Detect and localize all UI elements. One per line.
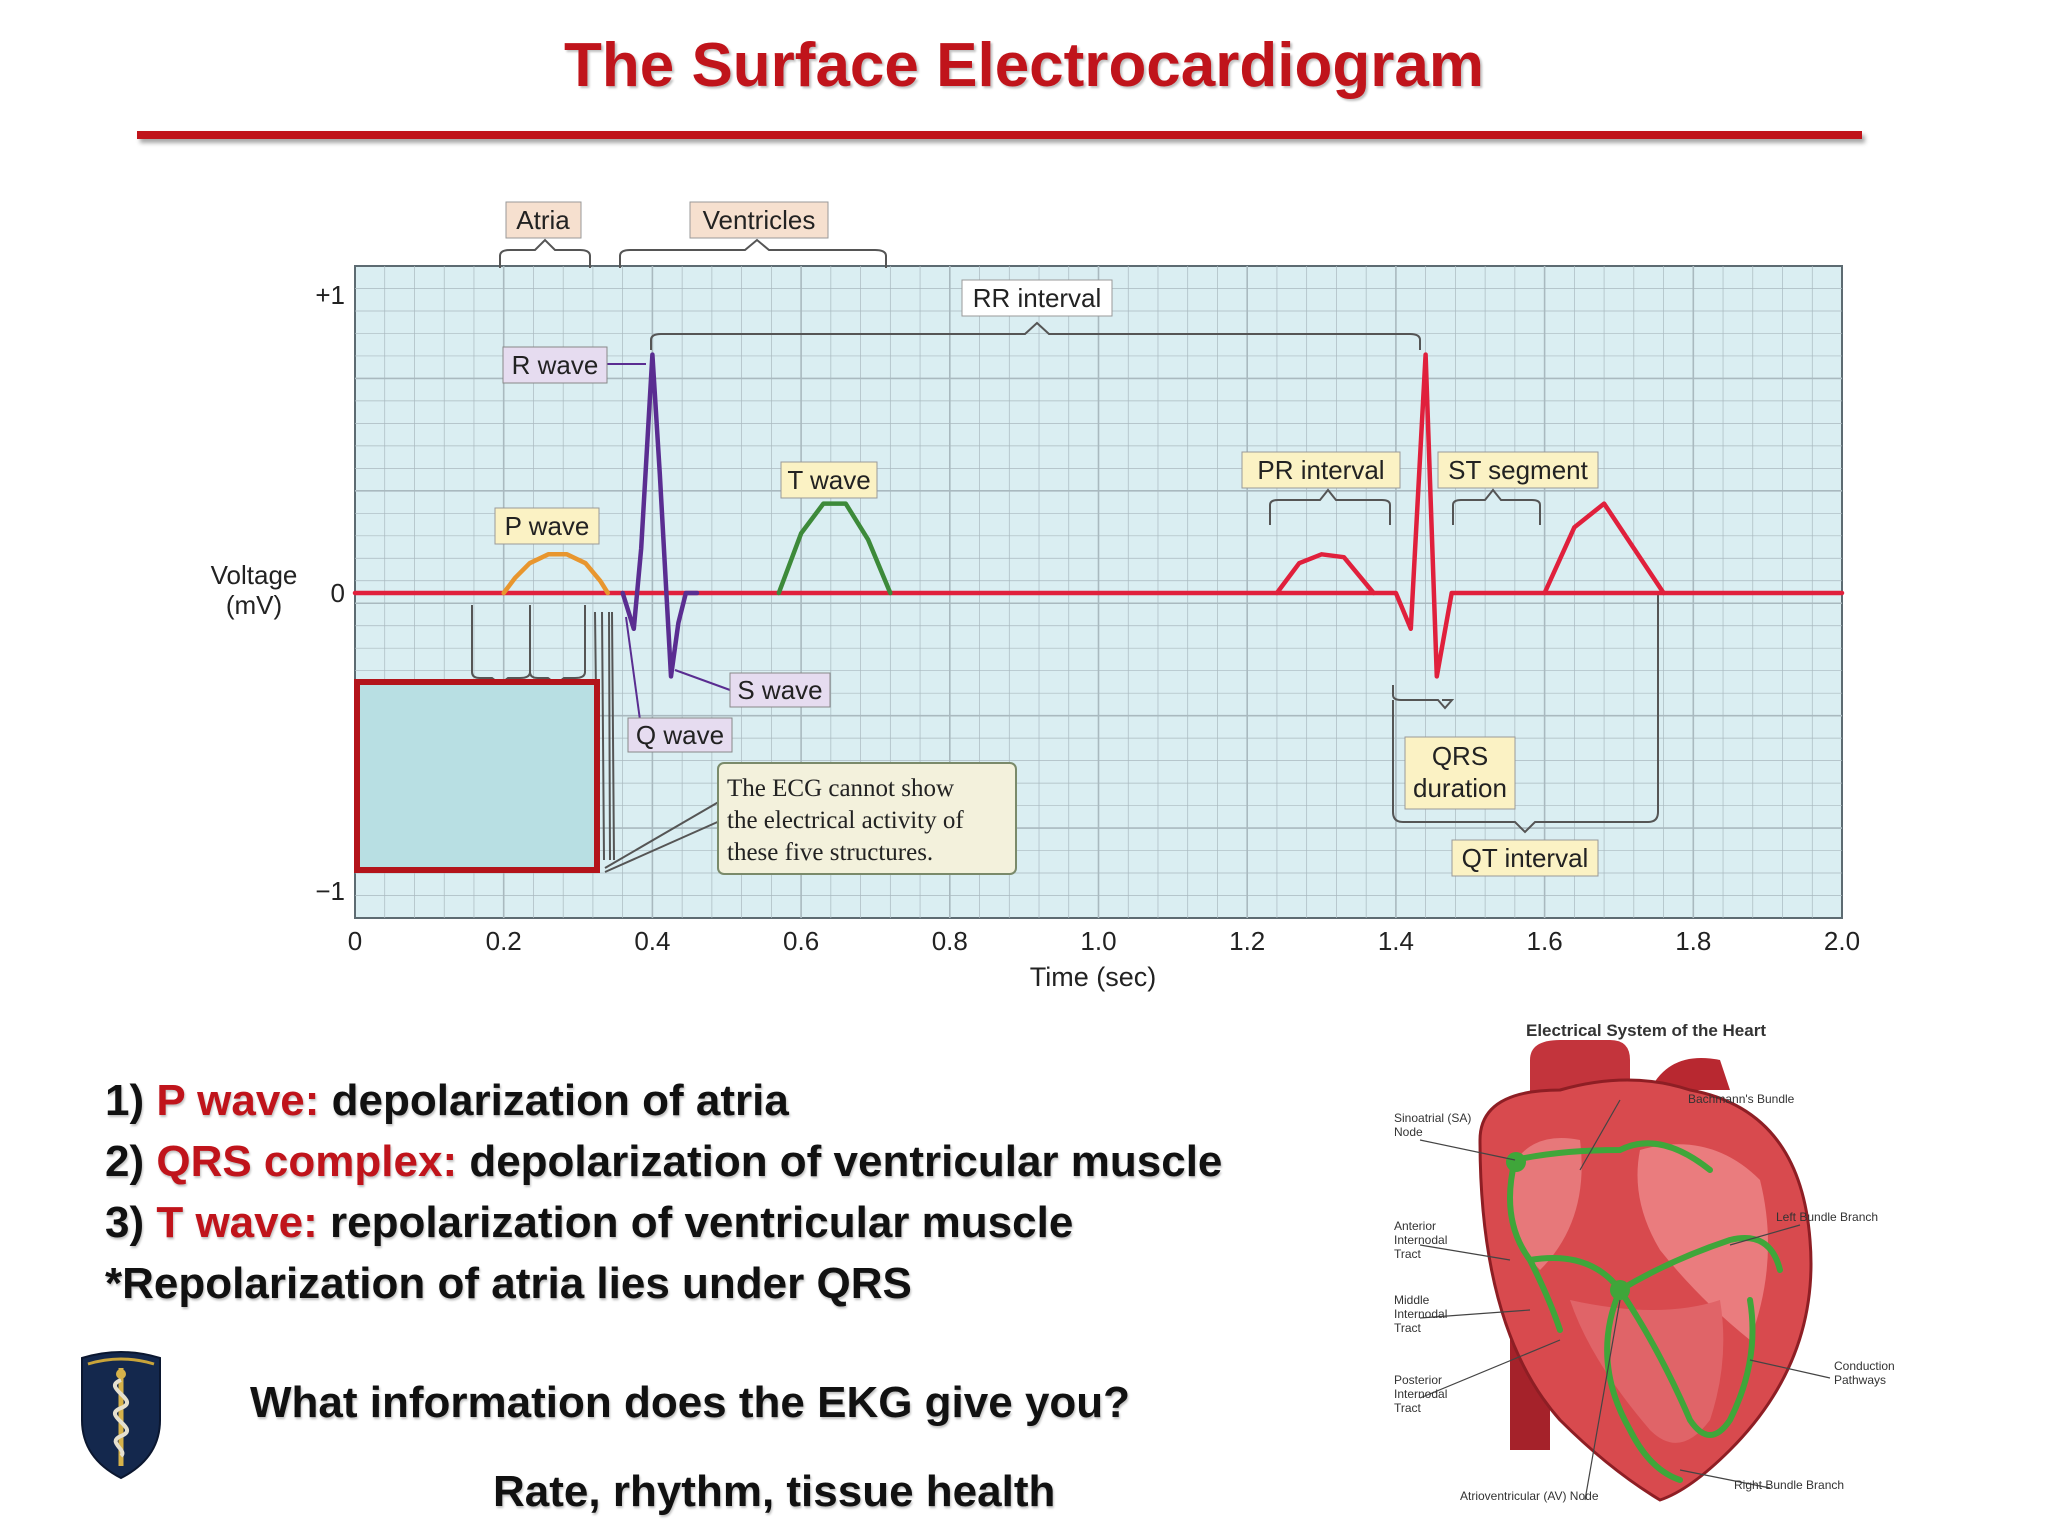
bullet-1-number: 1) <box>105 1076 145 1125</box>
anterior-label-3: Tract <box>1394 1247 1422 1261</box>
x-axis-label: Time (sec) <box>1030 962 1157 992</box>
bullet-2-text: depolarization of ventricular muscle <box>457 1137 1223 1186</box>
middle-label-1: Middle <box>1394 1293 1430 1307</box>
y-ticks: +1 0 −1 <box>315 280 345 906</box>
bullet-1-text: depolarization of atria <box>319 1076 789 1125</box>
bullet-3-number: 3) <box>105 1198 145 1247</box>
ecg-chart: Voltage(mV) 0 0.2 0.4 0.6 0.8 1.0 1.2 1.4 1.6 1.8… <box>211 201 1860 992</box>
ecg-waves <box>352 352 1845 679</box>
anterior-label-1: Anterior <box>1394 1219 1436 1233</box>
slide-title: The Surface Electrocardiogram <box>564 31 1484 100</box>
note-line-2: the electrical activity of <box>727 807 964 834</box>
x-tick-label: 2.0 <box>1824 926 1860 956</box>
label-boxes: Atria Ventricles RR interval R wave P wa… <box>494 201 1599 877</box>
y-axis-label: Voltage(mV) <box>211 560 298 620</box>
middle-label-2: Internodal <box>1394 1307 1447 1321</box>
sa-node-label-1: Sinoatrial (SA) <box>1394 1111 1471 1125</box>
av-node-label: Atrioventricular (AV) Node <box>1460 1489 1599 1503</box>
middle-label-3: Tract <box>1394 1321 1422 1335</box>
question-text: What information does the EKG give you? <box>250 1378 1131 1427</box>
note-line-1: The ECG cannot show <box>727 775 954 802</box>
posterior-label-1: Posterior <box>1394 1373 1442 1387</box>
y-tick-label: 0 <box>331 578 345 608</box>
atria-label: Atria <box>516 205 570 235</box>
x-tick-label: 0.8 <box>932 926 968 956</box>
bachmann-label: Bachmann's Bundle <box>1688 1092 1795 1106</box>
ventricles-label: Ventricles <box>703 205 816 235</box>
qrs-duration-label-1: QRS <box>1432 741 1488 771</box>
x-tick-label: 0.2 <box>486 926 522 956</box>
conduction-label-1: Conduction <box>1834 1359 1895 1373</box>
x-tick-label: 0 <box>348 926 362 956</box>
note-line-3: these five structures. <box>727 839 933 866</box>
bullet-2-term: QRS complex: <box>156 1137 458 1186</box>
left-bundle-label: Left Bundle Branch <box>1776 1210 1878 1224</box>
bullet-1-term: P wave: <box>156 1076 320 1125</box>
structures-cover-box <box>354 679 600 873</box>
series-p-wave-2 <box>1274 552 1376 596</box>
pr-interval-label: PR interval <box>1257 455 1384 485</box>
y-tick-label: +1 <box>315 280 345 310</box>
rr-interval-label: RR interval <box>973 283 1102 313</box>
heart-title: Electrical System of the Heart <box>1526 1021 1766 1040</box>
qt-interval-label: QT interval <box>1462 843 1589 873</box>
qrs-duration-label-2: duration <box>1413 773 1507 803</box>
posterior-label-3: Tract <box>1394 1401 1422 1415</box>
series-t-wave <box>776 501 893 596</box>
series-baseline <box>352 352 1845 679</box>
bullet-list: 1) P wave: depolarization of atria 2) QR… <box>105 1070 1222 1314</box>
caduceus-shield-icon <box>81 1351 161 1480</box>
x-tick-label: 1.8 <box>1675 926 1711 956</box>
y-axis-label-line: (mV) <box>226 590 282 620</box>
bullet-3: 3) T wave: repolarization of ventricular… <box>105 1192 1222 1253</box>
x-tick-label: 1.0 <box>1080 926 1116 956</box>
x-tick-label: 0.4 <box>634 926 670 956</box>
bullet-1: 1) P wave: depolarization of atria <box>105 1070 1222 1131</box>
bullet-2-number: 2) <box>105 1137 145 1186</box>
series-t-wave-2 <box>1542 501 1666 596</box>
footnote: *Repolarization of atria lies under QRS <box>105 1259 912 1308</box>
st-segment-label: ST segment <box>1448 455 1588 485</box>
answer-text: Rate, rhythm, tissue health <box>493 1467 1056 1516</box>
conduction-label-2: Pathways <box>1834 1373 1886 1387</box>
posterior-label-2: Internodal <box>1394 1387 1447 1401</box>
x-ticks: 0 0.2 0.4 0.6 0.8 1.0 1.2 1.4 1.6 1.8 2.0 <box>348 926 1860 956</box>
series-qrs <box>620 352 700 679</box>
heart-conduction-diagram: Electrical System of the Heart Sinoatria… <box>1330 1000 1910 1525</box>
title-underline <box>137 131 1862 139</box>
s-wave-label: S wave <box>737 675 822 705</box>
x-tick-label: 1.6 <box>1527 926 1563 956</box>
p-wave-label: P wave <box>505 511 590 541</box>
r-wave-label: R wave <box>512 350 599 380</box>
anterior-label-2: Internodal <box>1394 1233 1447 1247</box>
x-tick-label: 0.6 <box>783 926 819 956</box>
x-tick-label: 1.4 <box>1378 926 1414 956</box>
bullet-3-text: repolarization of ventricular muscle <box>317 1198 1074 1247</box>
ecg-note-callout: The ECG cannot show the electrical activ… <box>717 762 1017 875</box>
sa-node-label-2: Node <box>1394 1125 1423 1139</box>
bullet-2: 2) QRS complex: depolarization of ventri… <box>105 1131 1222 1192</box>
x-tick-label: 1.2 <box>1229 926 1265 956</box>
t-wave-label: T wave <box>787 465 870 495</box>
y-tick-label: −1 <box>315 876 345 906</box>
bullet-3-term: T wave: <box>156 1198 318 1247</box>
leader-lines <box>606 363 731 721</box>
series-p-wave <box>501 552 611 596</box>
q-wave-label: Q wave <box>636 720 724 750</box>
right-bundle-label: Right Bundle Branch <box>1734 1478 1844 1492</box>
y-axis-label-line: Voltage <box>211 560 298 590</box>
